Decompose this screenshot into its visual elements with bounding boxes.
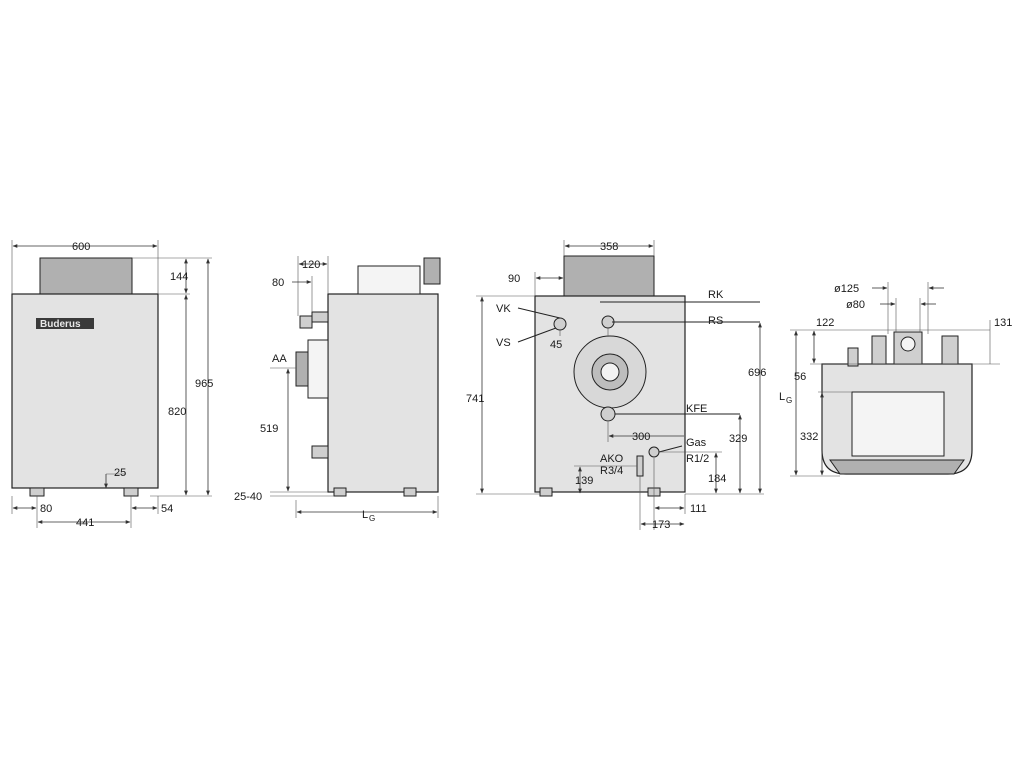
dim-rear-kfe-height: 329 xyxy=(729,433,747,445)
dim-top-right-offset: 131 xyxy=(994,317,1012,329)
label-ako: AKO xyxy=(600,453,624,465)
dim-front-foot-spacing: 441 xyxy=(76,517,94,529)
dim-top-length-sub: G xyxy=(786,396,792,405)
dim-rear-top-width: 358 xyxy=(600,241,618,253)
front-view: Buderus 600 144 965 820 25 80 54 441 xyxy=(11,240,213,529)
dim-rear-total-height: 741 xyxy=(466,393,484,405)
label-vk: VK xyxy=(496,303,511,315)
label-kfe: KFE xyxy=(686,403,707,415)
dim-front-top-height: 144 xyxy=(170,271,188,283)
dim-side-length: L xyxy=(362,509,368,521)
label-gas: Gas xyxy=(686,437,707,449)
side-control-panel xyxy=(357,265,421,295)
dim-top-left-offset: 122 xyxy=(816,317,834,329)
dim-side-top-offset: 120 xyxy=(302,259,320,271)
label-rs: RS xyxy=(708,315,723,327)
rear-flue-opening xyxy=(600,362,620,382)
top-pipe-right xyxy=(941,335,959,365)
side-foot-front xyxy=(333,487,347,497)
front-right-foot xyxy=(123,487,139,497)
front-control-panel xyxy=(39,257,133,295)
side-pipe-top xyxy=(311,311,329,323)
brand-logo: Buderus xyxy=(40,319,81,330)
dim-side-length-sub: G xyxy=(369,514,375,523)
label-rk: RK xyxy=(708,289,724,301)
dim-front-total-height: 965 xyxy=(195,378,213,390)
label-vs: VS xyxy=(496,337,511,349)
brand-plate xyxy=(36,318,94,329)
rear-foot-left xyxy=(539,487,553,497)
dim-front-foot-left: 80 xyxy=(40,503,52,515)
dim-front-foot-height: 25 xyxy=(114,467,126,479)
rear-control-panel xyxy=(563,255,655,297)
dim-top-depth: 332 xyxy=(800,431,818,443)
rear-kfe-valve xyxy=(600,406,616,422)
label-ako-thread: R3/4 xyxy=(600,465,623,477)
top-front-panel xyxy=(829,459,965,475)
label-flue-inner: ø80 xyxy=(846,299,865,311)
top-flue-opening xyxy=(900,336,916,352)
dim-rear-45: 45 xyxy=(550,339,562,351)
dim-rear-gas-height: 184 xyxy=(708,473,726,485)
dim-side-pipe-offset: 80 xyxy=(272,277,284,289)
side-foot-rear xyxy=(403,487,417,497)
front-left-foot xyxy=(29,487,45,497)
label-gas-thread: R1/2 xyxy=(686,453,709,465)
dim-rear-ako-height: 139 xyxy=(575,475,593,487)
rear-gas-connection xyxy=(648,446,660,458)
dim-rear-rs-height: 696 xyxy=(748,367,766,379)
top-pipe-left xyxy=(847,347,859,367)
dim-rear-ako-side: 173 xyxy=(652,519,670,531)
top-view: ø125 ø80 122 131 56 L G 332 xyxy=(779,282,1012,477)
side-pipe-bottom xyxy=(311,445,329,459)
dim-side-feet-height: 25-40 xyxy=(234,491,262,503)
dim-rear-top-left: 90 xyxy=(508,273,520,285)
dim-front-width: 600 xyxy=(72,241,90,253)
rear-view: 358 90 VK RK RS VS 45 741 696 KFE 329 30… xyxy=(466,240,766,531)
label-aa: AA xyxy=(272,353,287,365)
side-flue-connection xyxy=(307,339,329,399)
side-flue-outlet xyxy=(295,351,309,387)
top-cover xyxy=(851,391,945,457)
side-view: 120 80 AA 519 25-40 L G xyxy=(234,256,441,523)
label-flue-outer: ø125 xyxy=(834,283,859,295)
rear-ako-drain xyxy=(636,455,644,477)
dim-front-foot-right: 54 xyxy=(161,503,173,515)
top-pipe-mid xyxy=(871,335,887,365)
dim-side-aa-height: 519 xyxy=(260,423,278,435)
dim-top-length: L xyxy=(779,391,785,403)
dim-front-body-height: 820 xyxy=(168,406,186,418)
side-valve xyxy=(299,315,313,329)
dim-rear-kfe-offset: 300 xyxy=(632,431,650,443)
side-casing xyxy=(327,293,439,493)
dim-rear-gas-side: 111 xyxy=(690,503,707,515)
side-control-knob xyxy=(423,257,441,285)
